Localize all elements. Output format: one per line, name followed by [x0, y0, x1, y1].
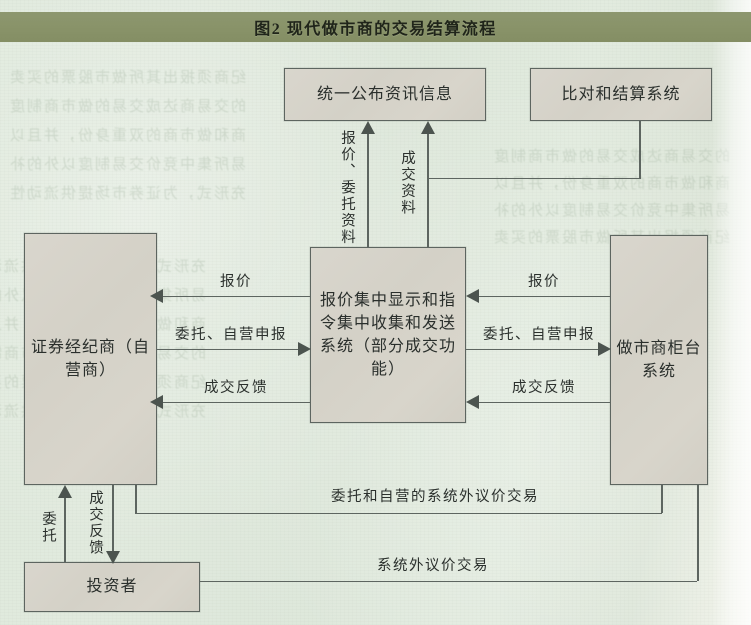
- edge-line-otc-negotiated-up: [697, 485, 699, 581]
- bleed-through-text-row: 商和做市商的双重身份，并且以: [7, 128, 246, 144]
- edge-line-otc-marketmaker-down: [661, 485, 663, 513]
- edge-line-left-entrust: [157, 348, 304, 350]
- edge-line-right-quote: [478, 295, 610, 297]
- edge-label-right-quote: 报价: [528, 274, 560, 290]
- bleed-through-text-row: 充形式，为证券市场提供流动性: [7, 186, 246, 202]
- bleed-through-text-row: 的交易商达成交易的做市商制度: [491, 149, 730, 165]
- bleed-through-text-row: 商和做市商的双重身份，并且以: [491, 176, 730, 192]
- node-clearing-system[interactable]: 比对和结算系统: [530, 68, 712, 121]
- node-investor-label: 投资者: [86, 578, 138, 596]
- bleed-through-text-row: 纪商须报出其所做市股票的买卖: [7, 70, 246, 86]
- node-market-maker-label: 做市商柜台系统: [616, 339, 702, 380]
- edge-label-investor-trade-feedback: 成交反馈: [87, 490, 103, 556]
- edge-line-right-trade-feedback: [478, 401, 610, 403]
- edge-line-otc-negotiated: [200, 580, 697, 582]
- edge-label-left-trade-feedback: 成交反馈: [204, 380, 268, 396]
- arrow-head-investor-entrust: [58, 485, 72, 498]
- edge-label-quote-entrust-data: 报价、委托资料: [339, 130, 355, 246]
- arrow-head-investor-trade-feedback: [106, 551, 120, 564]
- node-investor[interactable]: 投资者: [24, 562, 200, 612]
- arrow-head-left-trade-feedback: [150, 395, 163, 409]
- edge-label-right-trade-feedback: 成交反馈: [512, 380, 576, 396]
- edge-label-investor-entrust: 委托: [40, 510, 56, 544]
- edge-line-clearing-left: [427, 177, 640, 179]
- edge-line-investor-trade-feedback: [112, 485, 114, 553]
- edge-line-right-entrust: [466, 348, 604, 350]
- edge-line-clearing-down: [639, 121, 641, 179]
- edge-line-left-quote: [162, 295, 310, 297]
- edge-line-left-trade-feedback: [162, 401, 310, 403]
- edge-label-left-quote: 报价: [220, 274, 252, 290]
- node-market-maker[interactable]: 做市商柜台系统: [610, 235, 708, 485]
- edge-label-otc-negotiated: 系统外议价交易: [377, 558, 489, 574]
- arrow-head-left-quote: [150, 289, 163, 303]
- arrow-head-quote-entrust-data: [361, 121, 375, 134]
- node-central-system[interactable]: 报价集中显示和指令集中收集和发送系统（部分成交功能）: [310, 247, 466, 423]
- edge-line-otc-broker-across: [135, 512, 662, 514]
- edge-line-otc-broker-down: [135, 485, 137, 513]
- node-broker[interactable]: 证券经纪商（自营商）: [24, 233, 157, 485]
- node-info-publish[interactable]: 统一公布资讯信息: [284, 68, 486, 121]
- edge-label-left-entrust: 委托、自营申报: [175, 327, 287, 343]
- bleed-through-text-row: 易所集中竞价交易制度以外的补: [491, 203, 730, 219]
- bleed-through-text-row: 的交易商达成交易的做市商制度: [7, 99, 246, 115]
- arrow-head-left-entrust: [298, 342, 311, 356]
- edge-line-quote-entrust-data: [367, 128, 369, 248]
- edge-line-investor-entrust: [64, 492, 66, 562]
- bleed-through-text-row: 易所集中竞价交易制度以外的补: [7, 157, 246, 173]
- node-clearing-system-label: 比对和结算系统: [561, 85, 681, 103]
- edge-label-right-entrust: 委托、自营申报: [483, 327, 595, 343]
- figure-title-bar: 图2 现代做市商的交易结算流程: [0, 12, 751, 42]
- figure-title: 图2 现代做市商的交易结算流程: [254, 21, 497, 38]
- page-edge-highlight: [711, 0, 751, 625]
- edge-label-trade-data: 成交资料: [399, 150, 415, 216]
- edge-label-otc-broker-proprietary: 委托和自营的系统外议价交易: [331, 489, 539, 505]
- node-central-system-label: 报价集中显示和指令集中收集和发送系统（部分成交功能）: [319, 291, 456, 379]
- arrow-head-right-quote: [466, 289, 479, 303]
- node-broker-label: 证券经纪商（自营商）: [30, 338, 150, 379]
- arrow-head-right-trade-feedback: [466, 395, 479, 409]
- arrow-head-trade-data: [421, 121, 435, 134]
- edge-line-trade-data: [427, 128, 429, 248]
- node-info-publish-label: 统一公布资讯信息: [316, 85, 453, 103]
- arrow-head-right-entrust: [598, 342, 611, 356]
